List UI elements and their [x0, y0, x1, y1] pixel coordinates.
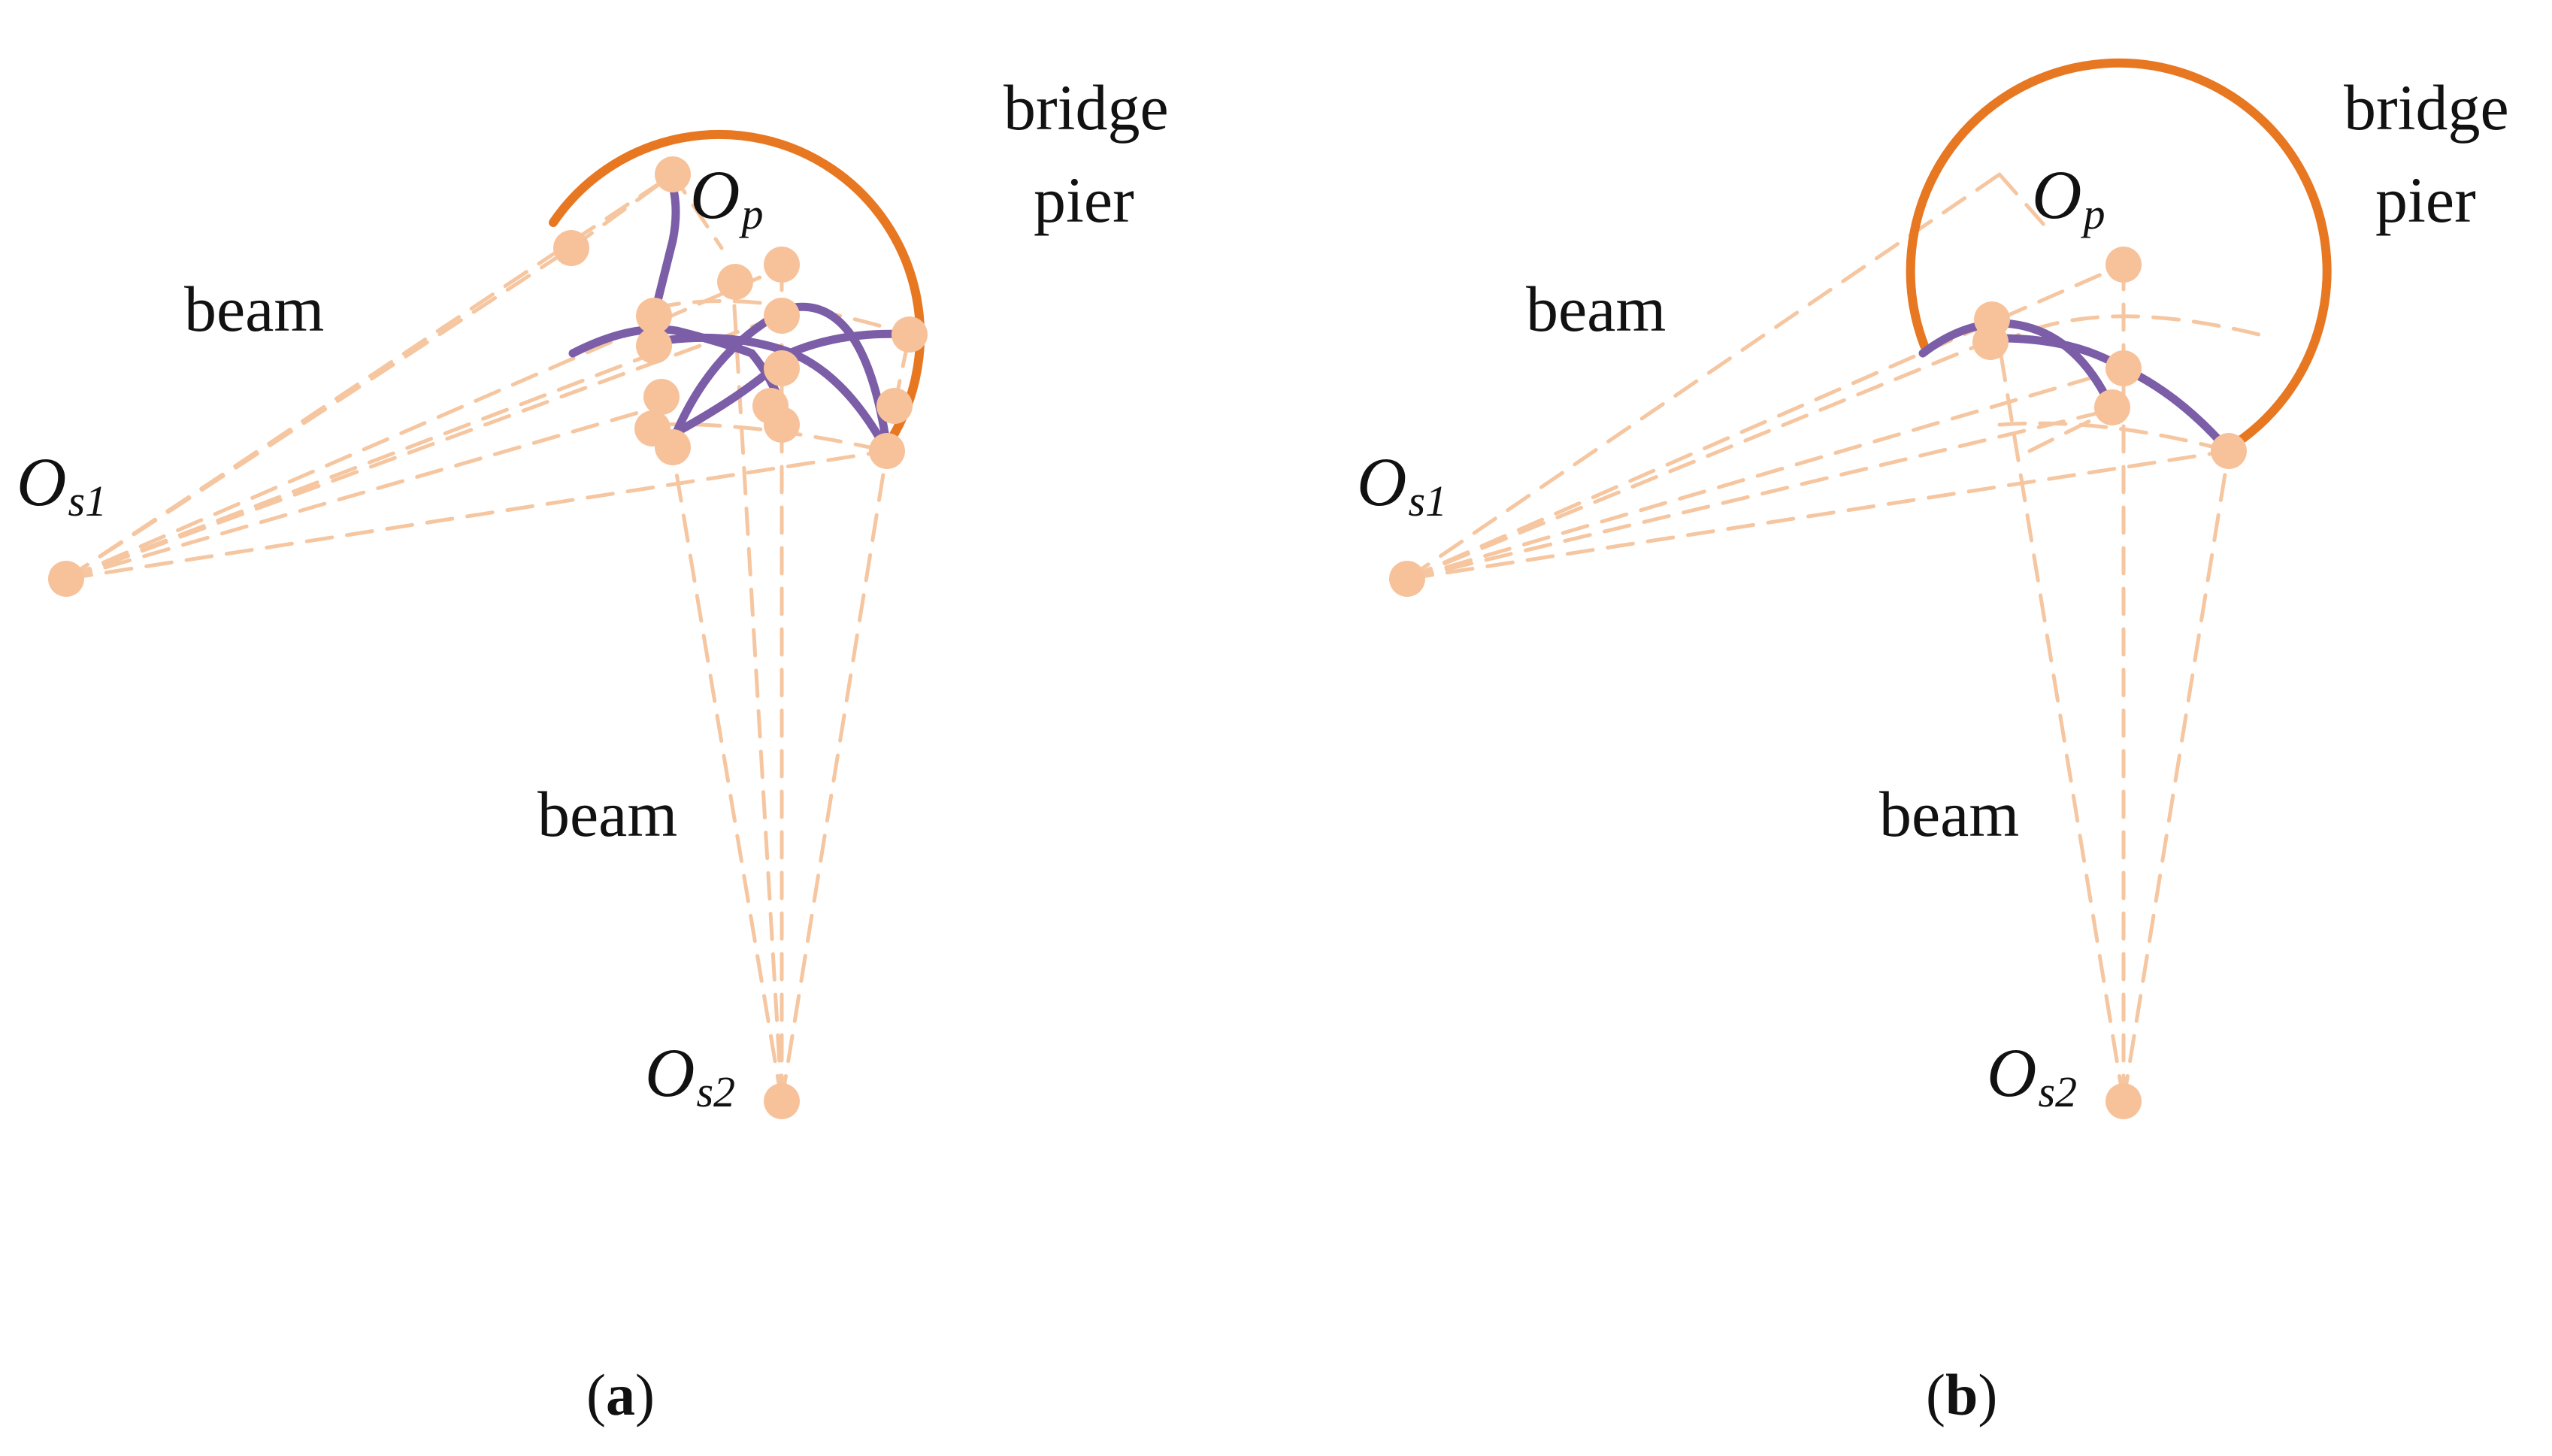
dash-line: [1405, 336, 1998, 581]
label-bridge-a: bridge: [1004, 71, 1169, 144]
label-os1-a: Os1: [17, 443, 107, 525]
panel-a: bridge pier beam beam Op Os1 Os2 (a): [17, 71, 1169, 1427]
trajectories-b: [1918, 319, 2233, 456]
node: [655, 429, 691, 465]
node: [717, 264, 753, 300]
node-os2: [764, 1083, 800, 1119]
label-os1-sub: s1: [68, 477, 107, 525]
label-os2-b: Os2: [1987, 1034, 2077, 1116]
node: [643, 379, 680, 415]
dash-line: [1405, 262, 2126, 581]
label-op-sub: p: [738, 189, 763, 238]
caption-open: (: [1926, 1362, 1945, 1427]
node: [636, 298, 672, 334]
label-op-a: Op: [690, 156, 763, 238]
label-op-b: Op: [2032, 156, 2105, 238]
node: [764, 298, 800, 334]
label-beam-lower-a: beam: [537, 778, 677, 850]
node: [764, 247, 800, 283]
label-os2-main: O: [1987, 1034, 2036, 1111]
label-op-main: O: [690, 156, 740, 233]
label-beam-lower-b: beam: [1879, 778, 2019, 850]
node: [2211, 433, 2247, 469]
label-beam-upper-a: beam: [184, 273, 324, 345]
dash-line: [1405, 449, 2231, 581]
label-os1-main: O: [17, 443, 66, 520]
label-os1-b: Os1: [1357, 443, 1447, 525]
dash-line: [2121, 449, 2231, 1103]
caption-letter: a: [606, 1362, 635, 1427]
caption-open: (: [586, 1362, 606, 1427]
dash-line: [731, 280, 784, 1103]
label-os2-main: O: [645, 1034, 695, 1111]
node: [2105, 350, 2142, 386]
node: [636, 328, 672, 364]
nodes-b: [1389, 247, 2247, 1119]
label-op-sub: p: [2080, 189, 2105, 238]
node: [1972, 324, 2009, 360]
label-os1-main: O: [1357, 443, 1406, 520]
caption-letter: b: [1945, 1362, 1978, 1427]
caption-a: (a): [586, 1362, 655, 1427]
dash-line: [1997, 344, 2126, 1103]
bridge-pier-arc-b: [1906, 58, 2332, 453]
label-os2-sub: s2: [2038, 1067, 2077, 1116]
node-os1: [48, 561, 84, 597]
trajectory: [649, 170, 680, 320]
node: [869, 433, 905, 469]
node: [553, 230, 589, 266]
nodes-a: [48, 156, 928, 1119]
dash-line: [1993, 314, 2261, 348]
caption-close: ): [1978, 1362, 1997, 1427]
dash-line: [1405, 407, 2115, 581]
node: [892, 316, 928, 353]
dash-line: [780, 449, 889, 1103]
caption-b: (b): [1926, 1362, 1997, 1427]
node: [764, 407, 800, 443]
caption-close: ): [635, 1362, 655, 1427]
node: [764, 350, 800, 386]
node: [2105, 247, 2142, 283]
trajectory: [649, 333, 892, 456]
dash-line: [652, 299, 912, 337]
label-os1-sub: s1: [1408, 477, 1447, 525]
dash-line: [64, 351, 656, 581]
node-os1: [1389, 561, 1425, 597]
label-os2-sub: s2: [696, 1067, 735, 1116]
trajectory: [1918, 319, 2117, 414]
dash-line: [1405, 366, 2126, 581]
panel-b: bridge pier beam beam Op Os1 Os2 (b): [1357, 58, 2509, 1427]
node-os2: [2105, 1083, 2142, 1119]
label-op-main: O: [2032, 156, 2081, 233]
label-bridge-b: bridge: [2344, 71, 2509, 144]
dash-line: [64, 449, 889, 581]
label-os2-a: Os2: [645, 1034, 735, 1116]
label-pier-b: pier: [2375, 164, 2476, 236]
label-beam-upper-b: beam: [1526, 273, 1666, 345]
node: [2094, 389, 2130, 425]
label-pier-a: pier: [1034, 164, 1134, 236]
dash-line: [64, 404, 664, 581]
dash-line: [671, 449, 784, 1103]
node: [655, 156, 691, 192]
node: [876, 388, 913, 424]
bridge-pier-arc-a: [549, 129, 925, 453]
dash-line: [1997, 172, 2047, 228]
